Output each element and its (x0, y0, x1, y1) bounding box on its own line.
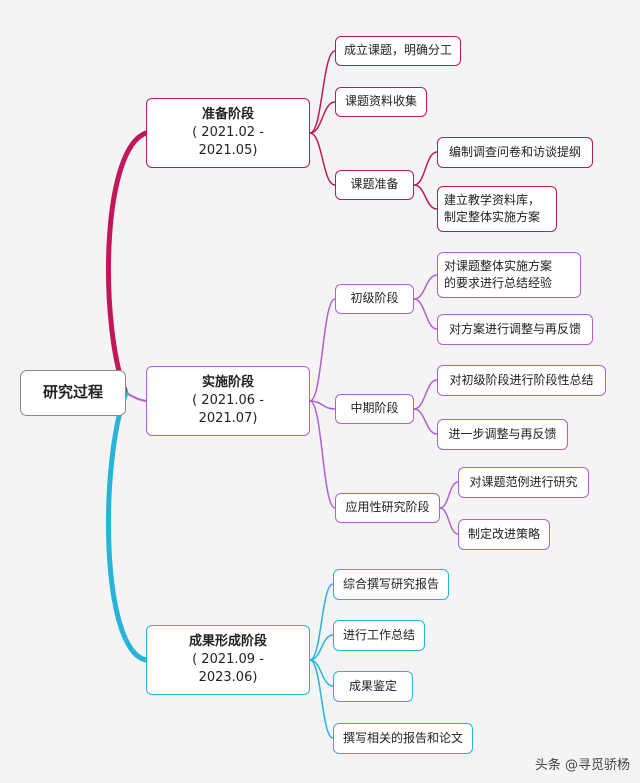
node-further-adjust: 进一步调整与再反馈 (437, 419, 568, 450)
node-collect-materials: 课题资料收集 (335, 87, 427, 117)
branch-stage2-child2 (309, 400, 336, 410)
node-result-appraisal: 成果鉴定 (333, 671, 413, 702)
stage-implementation-period-start: ( 2021.06 - (192, 392, 264, 408)
node-work-summary: 进行工作总结 (333, 620, 425, 651)
node-research-report: 综合撰写研究报告 (333, 569, 449, 600)
stage-implementation-title: 实施阶段 (201, 374, 254, 390)
branch-stage2-child3 (309, 400, 336, 509)
node-initial-phase: 初级阶段 (335, 284, 414, 314)
branch-stage3-child4 (309, 659, 334, 739)
branch-root-stage3 (105, 390, 149, 663)
stage-preparation-title: 准备阶段 (201, 106, 254, 122)
node-questionnaire: 编制调查问卷和访谈提纲 (437, 137, 593, 168)
node-middle-phase: 中期阶段 (335, 394, 414, 424)
branch-prep-child1 (413, 151, 438, 186)
branch-applied-child1 (439, 481, 459, 509)
stage-results-period-end: 2023.06) (198, 670, 258, 686)
stage-implementation: 实施阶段 ( 2021.06 - 2021.07) (146, 366, 310, 436)
node-phase-summary: 对初级阶段进行阶段性总结 (437, 365, 606, 396)
branch-stage1-child3 (309, 132, 336, 186)
node-topic-preparation: 课题准备 (335, 170, 414, 200)
branch-root-stage1 (105, 130, 149, 396)
root-label: 研究过程 (42, 383, 103, 402)
node-improvement-strategy: 制定改进策略 (458, 519, 550, 550)
root-node: 研究过程 (20, 370, 126, 416)
node-establish-topic: 成立课题，明确分工 (335, 36, 461, 66)
stage-results-period-start: ( 2021.09 - (192, 651, 264, 667)
branch-applied-child2 (439, 507, 459, 535)
stage-preparation-period-end: 2021.05) (198, 143, 258, 159)
stage-results-title: 成果形成阶段 (188, 633, 267, 649)
node-study-examples: 对课题范例进行研究 (458, 467, 589, 498)
branch-stage3-child1 (309, 583, 334, 661)
branch-stage3-child2 (309, 634, 334, 661)
branch-root-stage2 (125, 392, 147, 402)
branch-prep-child2 (413, 184, 438, 210)
stage-preparation-period-start: ( 2021.02 - (192, 124, 264, 140)
watermark: 头条 @寻觅骄杨 (534, 758, 630, 773)
node-resource-library: 建立教学资料库， 制定整体实施方案 (437, 186, 557, 232)
branch-middle-child1 (413, 379, 438, 410)
node-adjust-plan: 对方案进行调整与再反馈 (437, 314, 593, 345)
stage-preparation: 准备阶段 ( 2021.02 - 2021.05) (146, 98, 310, 168)
branch-initial-child1 (413, 274, 438, 300)
branch-stage1-child1 (309, 50, 336, 134)
branch-middle-child2 (413, 408, 438, 435)
stage-implementation-period-end: 2021.07) (198, 411, 258, 427)
branch-initial-child2 (413, 298, 438, 330)
node-applied-research: 应用性研究阶段 (335, 493, 440, 523)
node-summarize-plan: 对课题整体实施方案 的要求进行总结经验 (437, 252, 581, 298)
branch-stage1-child2 (309, 101, 336, 134)
node-papers: 撰写相关的报告和论文 (333, 723, 473, 754)
stage-results: 成果形成阶段 ( 2021.09 - 2023.06) (146, 625, 310, 695)
branch-stage2-child1 (309, 298, 336, 402)
